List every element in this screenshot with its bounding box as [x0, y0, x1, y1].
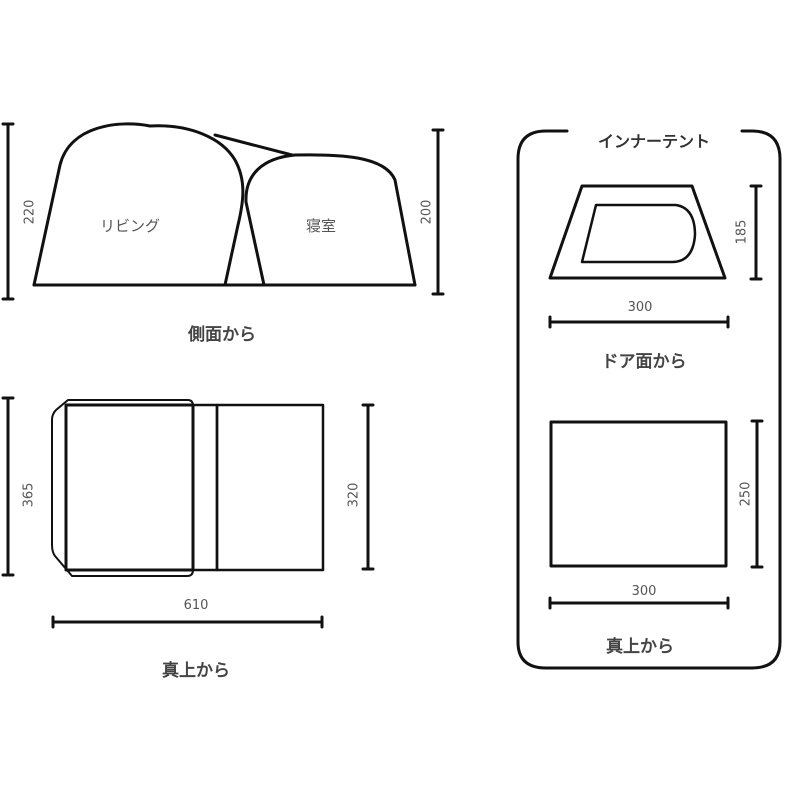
inner-depth-dim [750, 419, 764, 569]
top-view-caption: 真上から [162, 661, 230, 681]
inner-tent-title: インナーテント [589, 128, 719, 152]
bedroom-label: 寝室 [306, 217, 337, 235]
door-height-dim [749, 184, 763, 281]
door-opening [580, 203, 697, 264]
top-view-living-floor [64, 403, 195, 572]
top-length-dim [51, 615, 324, 629]
top-view-bedroom-floor [215, 403, 325, 572]
top-length-value: 610 [183, 598, 209, 613]
inner-tent-frame [516, 129, 782, 670]
door-height-value: 185 [734, 219, 750, 245]
door-view-caption: ドア面から [601, 352, 687, 372]
side-height-dim-left [1, 122, 15, 301]
inner-top-view-caption: 真上から [606, 637, 674, 657]
inner-width-value: 300 [631, 584, 657, 599]
door-width-value: 300 [627, 300, 653, 315]
top-depth-right-value: 320 [346, 482, 362, 508]
living-room-label: リビング [100, 217, 161, 235]
top-depth-dim-right [361, 403, 375, 571]
inner-top-view-floor [549, 420, 728, 568]
dome-connector [213, 133, 294, 157]
door-view-trapezoid [548, 184, 727, 280]
living-dome-outline [32, 122, 245, 287]
side-height-left-value: 220 [22, 199, 38, 225]
top-view-awning [51, 399, 194, 577]
door-width-dim [548, 315, 730, 329]
bedroom-dome-outline [244, 153, 417, 287]
side-view-caption: 側面から [188, 325, 256, 345]
side-height-dim-right [431, 128, 445, 296]
inner-depth-value: 250 [738, 481, 754, 507]
top-depth-dim-left [1, 396, 15, 577]
top-view-vestibule [191, 403, 219, 572]
side-height-right-value: 200 [419, 199, 435, 225]
top-depth-left-value: 365 [21, 482, 37, 508]
inner-width-dim [548, 596, 730, 610]
